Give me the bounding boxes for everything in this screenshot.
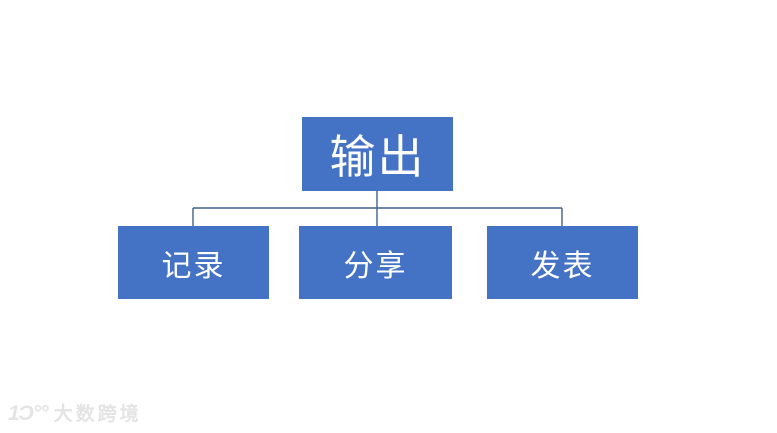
- diagram-box-output: 输出: [302, 117, 453, 191]
- diagram-box-record-label: 记录: [161, 249, 226, 283]
- diagram-box-record: 记录: [118, 226, 269, 299]
- watermark: 1Ɔ°° 大数跨境: [8, 399, 142, 426]
- watermark-text: 大数跨境: [53, 404, 142, 425]
- watermark-logo-icon: 1Ɔ°°: [8, 402, 49, 425]
- diagram-box-share: 分享: [299, 226, 452, 299]
- diagram-box-publish: 发表: [487, 226, 638, 299]
- diagram-box-publish-label: 发表: [530, 249, 595, 283]
- diagram-box-share-label: 分享: [343, 249, 408, 283]
- diagram-box-output-label: 输出: [329, 131, 426, 183]
